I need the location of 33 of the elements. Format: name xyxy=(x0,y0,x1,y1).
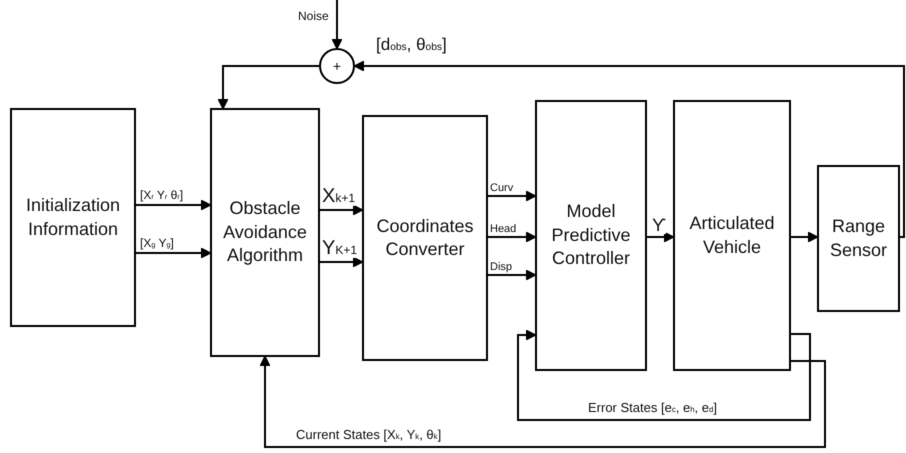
arrow xyxy=(791,232,818,242)
block-label: Range Sensor xyxy=(828,215,888,262)
block xyxy=(535,100,647,371)
arrow xyxy=(320,256,364,268)
block-label: Model Predictive Controller xyxy=(550,200,632,270)
block-label: + xyxy=(332,56,342,76)
block xyxy=(10,108,136,327)
block xyxy=(362,115,488,361)
arrow xyxy=(136,248,212,258)
edge-label: Noise xyxy=(298,10,329,22)
edge-label: ϒ xyxy=(652,216,666,234)
summing-junction xyxy=(319,48,355,84)
arrow xyxy=(354,60,905,238)
arrow xyxy=(218,65,319,110)
arrow xyxy=(320,204,364,216)
arrow xyxy=(136,200,212,210)
edge-label: Disp xyxy=(490,262,512,273)
arrow xyxy=(488,232,536,242)
arrow xyxy=(517,330,811,421)
edge-label: Curv xyxy=(490,183,514,194)
arrow xyxy=(488,190,536,202)
block-label: Initialization Information xyxy=(24,194,122,240)
block-label: Obstacle Avoidance Algorithm xyxy=(222,197,308,268)
arrow xyxy=(332,0,342,50)
arrow xyxy=(647,232,674,242)
block-label: Coordinates Converter xyxy=(375,214,475,261)
edge-label: Head xyxy=(490,224,516,235)
arrow xyxy=(488,270,536,280)
block xyxy=(673,100,791,371)
block xyxy=(817,165,900,312)
block-label: Articulated Vehicle xyxy=(688,212,776,258)
block xyxy=(210,108,320,357)
arrow xyxy=(260,356,826,448)
